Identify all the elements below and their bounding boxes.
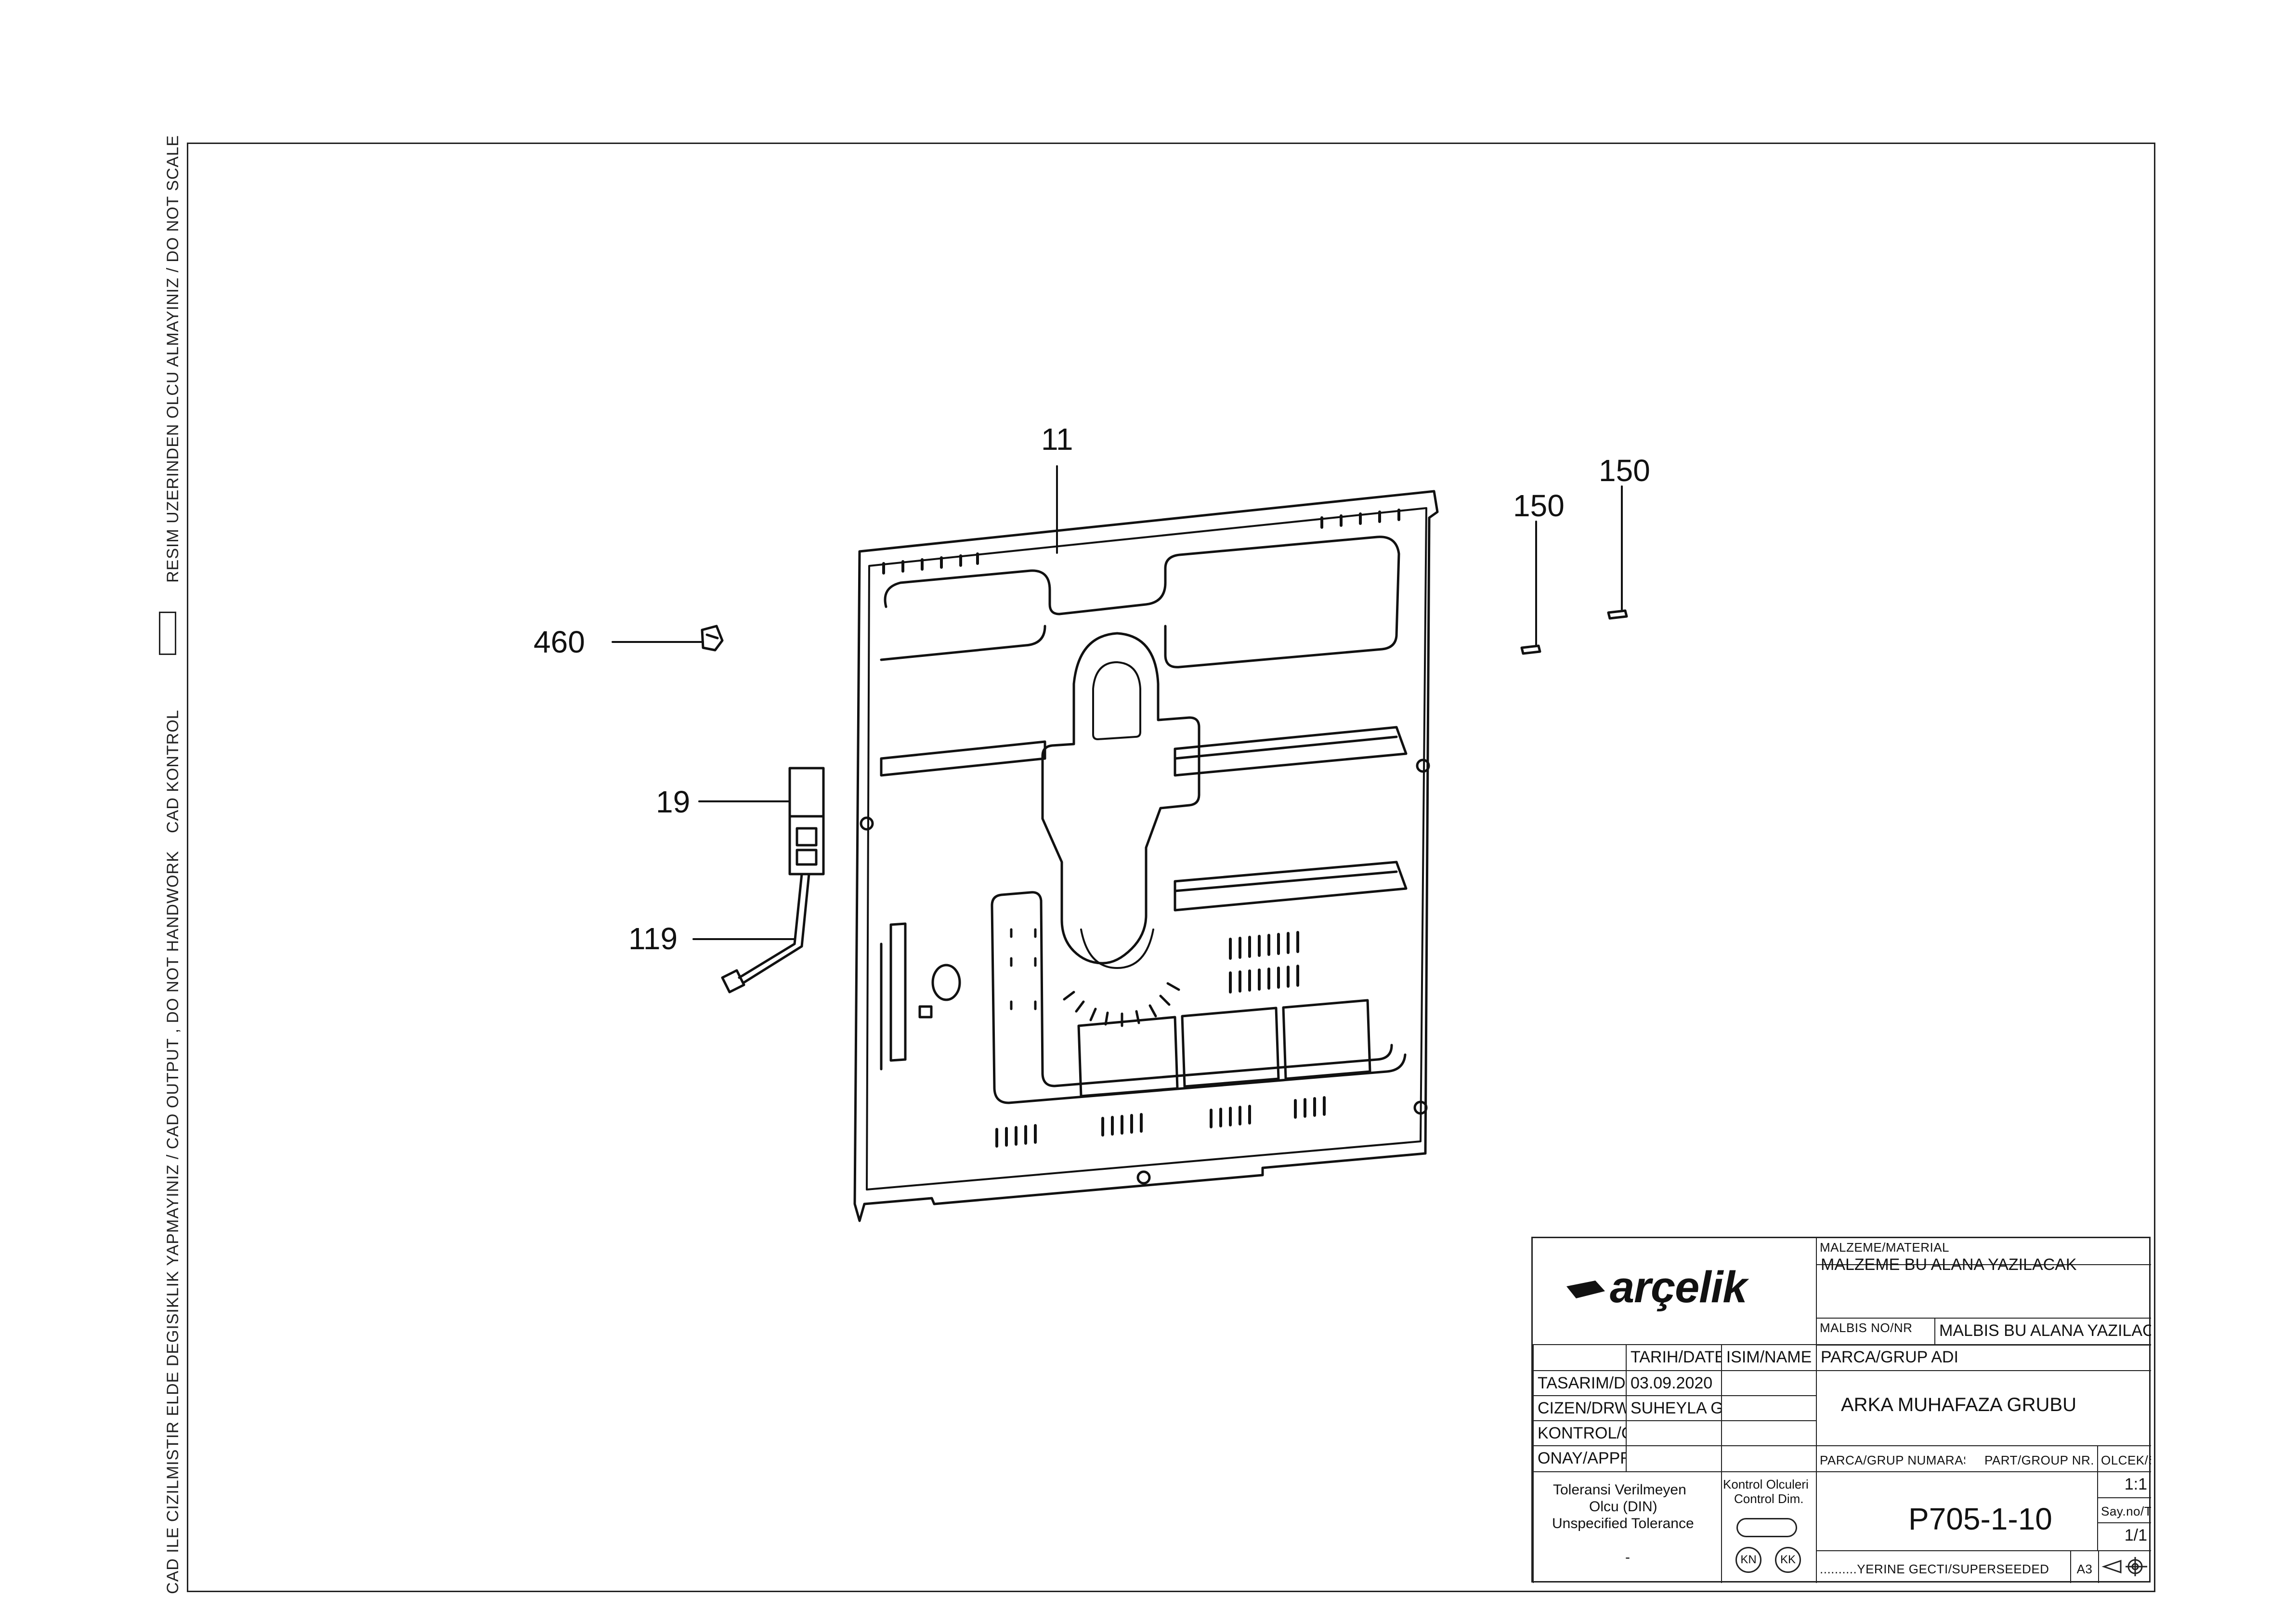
title-block: arçelik MALZEME/MATERIAL MALZEME BU ALAN…: [1531, 1237, 2151, 1583]
olcek-value: 1:1: [2097, 1471, 2151, 1498]
tolerance-line-1: Toleransi Verilmeyen: [1553, 1482, 1686, 1498]
connector-part-19: [788, 767, 825, 876]
control-dim-cell: Kontrol Olculeri Control Dim. KN KK: [1721, 1471, 1817, 1583]
parca-grup-adi-value: ARKA MUHAFAZA GRUBU: [1816, 1370, 2151, 1446]
parca-grup-no-label: PARCA/GRUP NUMARASI: [1816, 1445, 1965, 1472]
kontrol-name: [1721, 1420, 1817, 1446]
pin-part-150-b: [1520, 644, 1541, 655]
drawing-frame: [187, 143, 2155, 1592]
malbis-value: MALBIS BU ALANA YAZILACAK: [1934, 1318, 2151, 1346]
cizen-name: SUHEYLA GUN: [1626, 1395, 1722, 1421]
clip-part-460: [701, 625, 724, 652]
part-group-nr-label: PART/GROUP NR.: [1964, 1445, 2098, 1472]
tolerance-line-2: Olcu (DIN): [1589, 1499, 1657, 1515]
sheet-size: A3: [2070, 1550, 2099, 1583]
blank-header-cell: [1533, 1344, 1627, 1371]
logo-area: arçelik: [1533, 1238, 1817, 1345]
cizen-extra: [1721, 1395, 1817, 1421]
kontrol-olculeri-label: Kontrol Olculeri: [1723, 1477, 1809, 1491]
malbis-label: MALBIS NO/NR: [1816, 1318, 1935, 1346]
superseded-label: ..........YERINE GECTI/SUPERSEEDED: [1816, 1550, 2071, 1583]
tasarim-date: 03.09.2020: [1626, 1370, 1722, 1396]
tolerance-line-3: Unspecified Tolerance: [1552, 1516, 1694, 1531]
projection-symbol-icon: [2101, 1557, 2147, 1576]
callout-11: 11: [1041, 422, 1073, 457]
control-dim-label: Control Dim.: [1734, 1491, 1804, 1506]
onay-label: ONAY/APPR.: [1533, 1445, 1627, 1472]
leader-lines: [612, 465, 1623, 940]
parca-grup-adi-label: PARCA/GRUP ADI: [1816, 1344, 2151, 1371]
olcek-label: OLCEK/SCALE: [2097, 1445, 2151, 1472]
part-number: P705-1-10: [1816, 1471, 2098, 1551]
kontrol-date: [1626, 1420, 1722, 1446]
malzeme-label: MALZEME/MATERIAL: [1816, 1238, 2151, 1265]
tolerance-cell: Toleransi Verilmeyen Olcu (DIN) Unspecif…: [1533, 1471, 1722, 1583]
cizen-label: CIZEN/DRW: [1533, 1395, 1627, 1421]
callout-150-upper: 150: [1599, 453, 1650, 488]
kn-badge: KN: [1735, 1547, 1761, 1573]
cad-kontrol-box: [159, 612, 176, 655]
arcelik-logo-mark: [1566, 1281, 1605, 1298]
callout-460: 460: [534, 625, 585, 659]
sayfa-value: 1/1: [2097, 1522, 2151, 1551]
callout-119: 119: [628, 921, 678, 956]
sayfa-label: Say.no/Tomami: [2097, 1497, 2151, 1523]
kk-badge: KK: [1775, 1547, 1801, 1573]
isim-label: ISIM/NAME: [1721, 1344, 1817, 1371]
pin-part-150-a: [1607, 609, 1628, 620]
back-panel-part-11: [853, 490, 1439, 1222]
callout-150-lower: 150: [1513, 488, 1565, 523]
tolerance-dash: -: [1625, 1549, 1630, 1565]
kontrol-label: KONTROL/CHECK: [1533, 1420, 1627, 1446]
onay-name: [1721, 1445, 1817, 1472]
tasarim-label: TASARIM/DES.: [1533, 1370, 1627, 1396]
power-cable-part-119: [721, 873, 810, 994]
arcelik-logo-text: arçelik: [1610, 1263, 1748, 1312]
tasarim-name: [1721, 1370, 1817, 1396]
projection-symbol-cell: [2098, 1550, 2151, 1583]
tarih-label: TARIH/DATE: [1626, 1344, 1722, 1371]
callout-19: 19: [656, 785, 691, 819]
malzeme-value: MALZEME BU ALANA YAZILACAK: [1816, 1253, 2151, 1325]
control-slot-shape: [1736, 1518, 1797, 1537]
onay-date: [1626, 1445, 1722, 1472]
